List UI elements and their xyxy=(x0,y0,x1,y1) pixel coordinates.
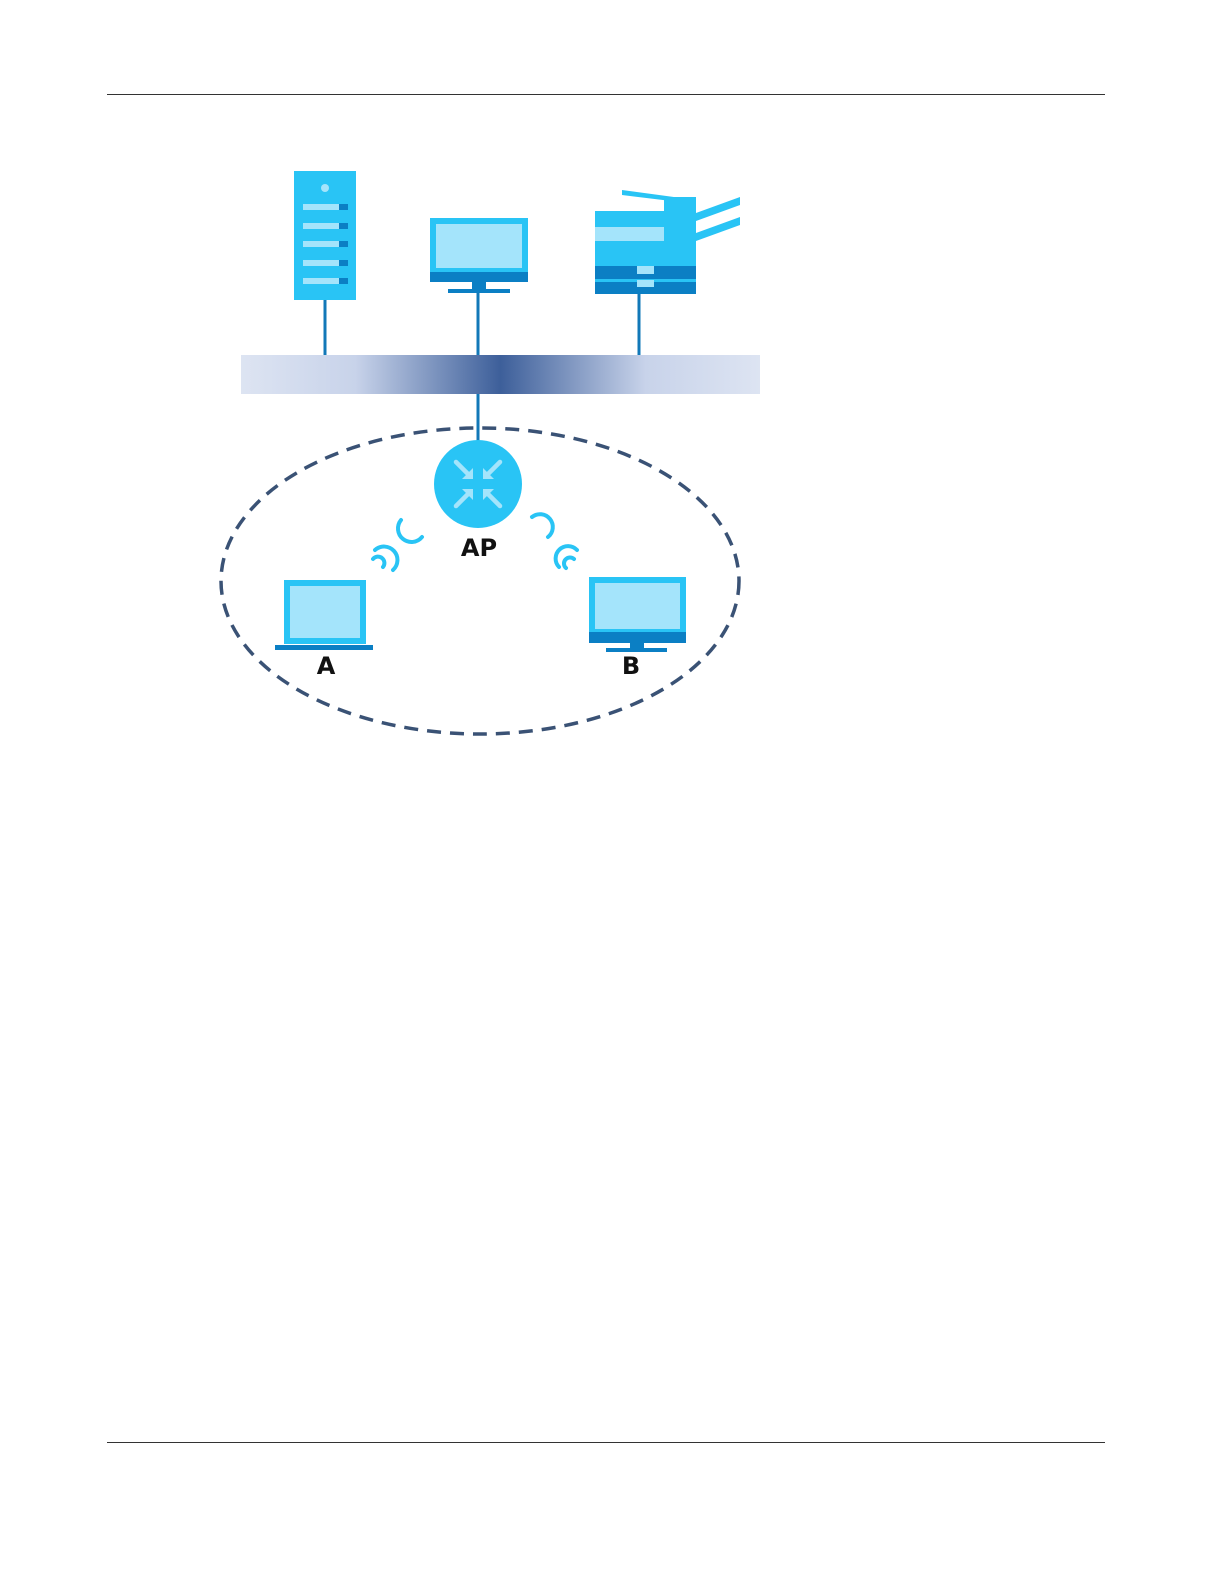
access-point-label: AP xyxy=(461,534,497,562)
laptop-icon xyxy=(275,580,373,650)
server-icon xyxy=(294,171,356,300)
client-a-label: A xyxy=(317,652,336,680)
access-point-icon xyxy=(434,440,522,528)
desktop-monitor-icon xyxy=(589,577,686,652)
network-backbone xyxy=(241,355,760,394)
printer-icon xyxy=(595,190,740,294)
footer-rule xyxy=(107,1442,1105,1443)
desktop-monitor-icon xyxy=(430,218,528,293)
client-b-label: B xyxy=(622,652,640,680)
